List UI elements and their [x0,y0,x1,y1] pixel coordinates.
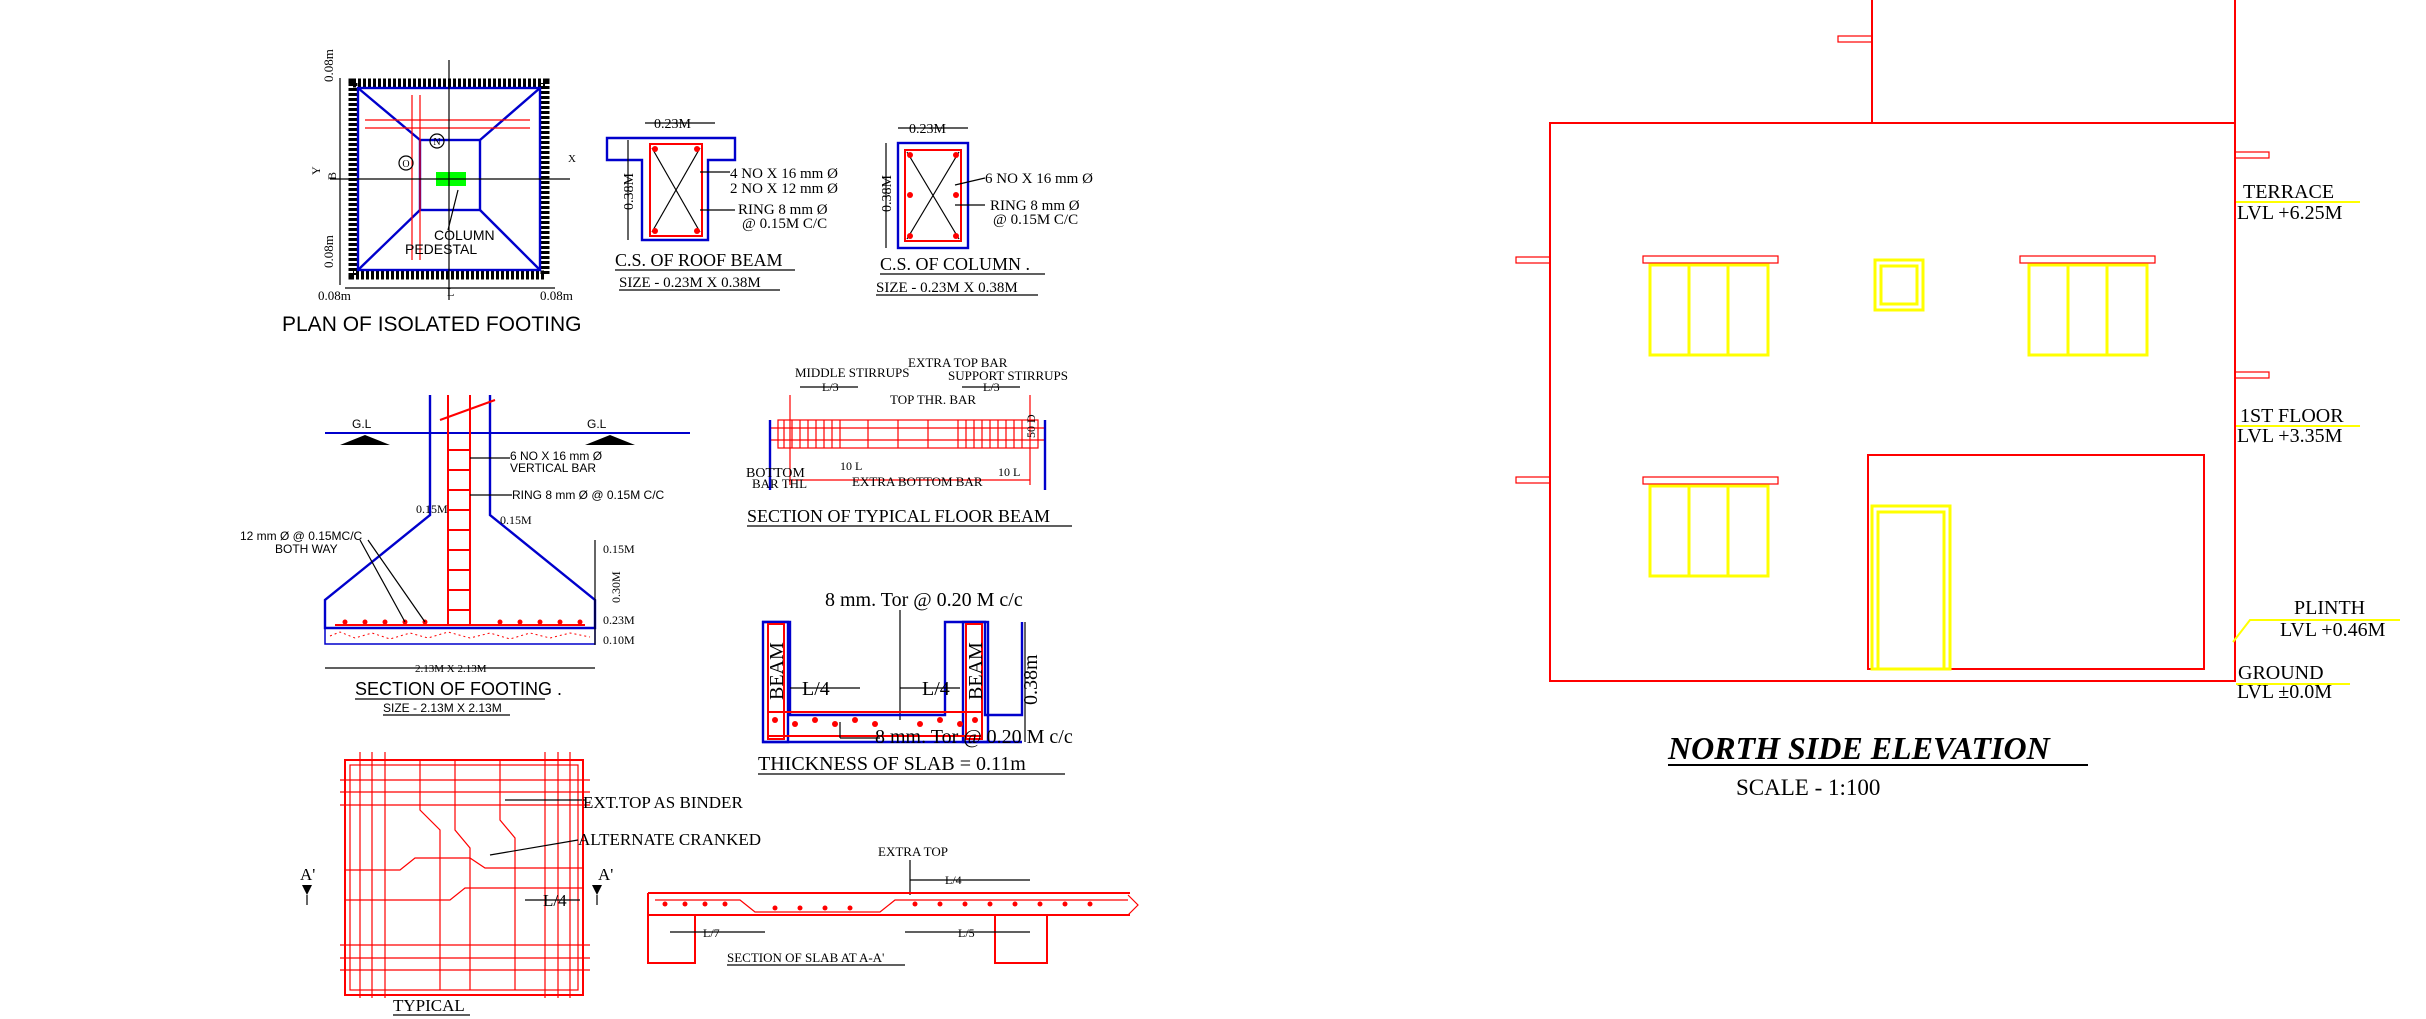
slab-thickness-title: THICKNESS OF SLAB = 0.11m [758,753,1026,775]
column-section: 0.23M 0.38M 6 NO X 16 mm Ø RING 8 mm Ø @… [876,122,1093,296]
north-side-elevation: TERRACE LVL +6.25M 1ST FLOOR LVL +3.35M … [1515,0,2400,800]
marker-o [398,155,414,171]
svg-text:BOTH WAY: BOTH WAY [275,542,338,556]
svg-text:6 NO X 16 mm Ø: 6 NO X 16 mm Ø [985,171,1093,187]
svg-text:@ 0.15M C/C: @ 0.15M C/C [993,212,1078,228]
svg-text:EXTRA TOP: EXTRA TOP [878,844,948,859]
svg-text:10 L: 10 L [840,459,862,473]
svg-text:LVL +6.25M: LVL +6.25M [2237,202,2343,224]
svg-text:L/4: L/4 [543,891,567,910]
svg-text:Y: Y [309,166,323,175]
svg-text:4 NO X 16 mm Ø: 4 NO X 16 mm Ø [730,166,838,182]
plan-isolated-footing: N O 0.08m 0.08m B Y X 0.08m L 0.08m COLU… [282,49,582,336]
elevation-title: NORTH SIDE ELEVATION [1667,730,2052,766]
svg-text:10 L: 10 L [998,465,1020,479]
svg-text:G.L: G.L [587,417,607,431]
slab-section: 8 mm. Tor @ 0.20 M c/c BEAM BEAM L/4 L/4… [758,589,1073,775]
svg-text:6 NO X 16 mm Ø: 6 NO X 16 mm Ø [510,449,602,463]
svg-text:PEDESTAL: PEDESTAL [405,241,477,257]
svg-text:L/3: L/3 [822,380,839,394]
svg-text:L/5: L/5 [958,926,975,940]
svg-text:RING 8 mm Ø: RING 8 mm Ø [990,198,1080,214]
svg-text:@ 0.15M C/C: @ 0.15M C/C [742,216,827,232]
svg-text:L: L [447,285,454,299]
svg-text:0.38m: 0.38m [1020,654,1042,705]
svg-text:GROUND: GROUND [2238,662,2324,684]
svg-text:EXTRA TOP BAR: EXTRA TOP BAR [908,355,1008,370]
typical-slab-plan: EXT.TOP AS BINDER ALTERNATE CRANKED A' A… [300,752,761,1016]
svg-text:BEAM: BEAM [766,642,788,700]
svg-text:LVL +3.35M: LVL +3.35M [2237,425,2343,447]
svg-text:0.38M: 0.38M [622,173,637,211]
svg-text:B: B [325,172,339,180]
svg-text:MIDDLE STIRRUPS: MIDDLE STIRRUPS [795,365,910,380]
svg-text:50 D: 50 D [1024,414,1038,438]
svg-text:EXT.TOP AS BINDER: EXT.TOP AS BINDER [583,793,743,812]
typical-title: TYPICAL [393,996,465,1015]
svg-text:8 mm. Tor @ 0.20 M c/c: 8 mm. Tor @ 0.20 M c/c [875,726,1073,748]
svg-text:2.13M X 2.13M: 2.13M X 2.13M [415,663,487,675]
floor-beam-title: SECTION OF TYPICAL FLOOR BEAM [747,506,1050,526]
svg-text:BOTTOM: BOTTOM [746,466,805,481]
svg-text:O: O [402,159,409,170]
svg-text:LVL ±0.0M: LVL ±0.0M [2237,681,2332,703]
column-title: C.S. OF COLUMN . [880,254,1030,274]
svg-text:A': A' [300,865,315,884]
svg-text:L/4: L/4 [922,678,950,700]
svg-text:0.10M: 0.10M [603,633,635,647]
svg-text:BAR THL: BAR THL [752,476,807,491]
svg-text:SIZE - 0.23M X 0.38M: SIZE - 0.23M X 0.38M [619,275,761,291]
svg-text:0.23M: 0.23M [603,613,635,627]
svg-text:EXTRA BOTTOM BAR: EXTRA BOTTOM BAR [852,474,983,489]
svg-text:L/3: L/3 [983,380,1000,394]
svg-text:G.L: G.L [352,417,372,431]
footing-section: G.L G.L 6 NO X 16 mm Ø VERTICAL BAR RING… [240,395,690,716]
svg-text:LVL +0.46M: LVL +0.46M [2280,619,2386,641]
svg-text:A': A' [598,865,613,884]
svg-text:SIZE - 0.23M X 0.38M: SIZE - 0.23M X 0.38M [876,280,1018,296]
svg-text:PLINTH: PLINTH [2294,597,2365,619]
svg-text:0.15M: 0.15M [416,502,448,516]
floor-beam-section: EXTRA TOP BAR MIDDLE STIRRUPS SUPPORT ST… [746,355,1072,527]
svg-text:N: N [433,137,440,148]
roof-beam-section: 0.23M 0.38M 4 NO X 16 mm Ø 2 NO X 12 mm … [605,117,838,291]
svg-text:RING 8 mm Ø: RING 8 mm Ø [738,202,828,218]
svg-text:BEAM: BEAM [965,642,987,700]
svg-text:ALTERNATE CRANKED: ALTERNATE CRANKED [578,830,761,849]
svg-text:12 mm Ø @ 0.15MC/C: 12 mm Ø @ 0.15MC/C [240,529,363,543]
svg-text:RING 8 mm Ø @ 0.15M C/C: RING 8 mm Ø @ 0.15M C/C [512,488,665,502]
svg-text:SIZE - 2.13M X 2.13M: SIZE - 2.13M X 2.13M [383,701,502,715]
svg-text:L/4: L/4 [945,873,962,887]
svg-text:SUPPORT STIRRUPS: SUPPORT STIRRUPS [948,368,1068,383]
svg-text:0.38M: 0.38M [880,175,895,213]
svg-text:0.15M: 0.15M [603,542,635,556]
svg-text:0.08m: 0.08m [321,49,336,82]
svg-text:1ST FLOOR: 1ST FLOOR [2240,405,2344,427]
svg-text:0.08m: 0.08m [321,235,336,268]
svg-text:L/7: L/7 [703,926,720,940]
marker-n [429,133,445,149]
svg-text:0.23M: 0.23M [654,117,692,132]
elevation-scale: SCALE - 1:100 [1736,775,1880,800]
svg-text:COLUMN: COLUMN [434,227,495,243]
svg-text:TERRACE: TERRACE [2243,181,2334,203]
svg-text:0.30M: 0.30M [609,571,623,603]
svg-text:TOP THR. BAR: TOP THR. BAR [890,392,976,407]
slab-aa-title: SECTION OF SLAB AT A-A' [727,950,884,965]
svg-text:0.08m: 0.08m [540,288,573,303]
svg-text:0.08m: 0.08m [318,288,351,303]
svg-text:0.23M: 0.23M [909,122,947,137]
svg-text:8 mm. Tor @ 0.20 M c/c: 8 mm. Tor @ 0.20 M c/c [825,589,1023,611]
svg-text:0.15M: 0.15M [500,513,532,527]
svg-text:VERTICAL BAR: VERTICAL BAR [510,461,596,475]
svg-text:2 NO X 12 mm Ø: 2 NO X 12 mm Ø [730,181,838,197]
roof-beam-title: C.S. OF ROOF BEAM [615,250,783,270]
footing-section-title: SECTION OF FOOTING . [355,679,562,699]
svg-text:L/4: L/4 [802,678,830,700]
plan-footing-title: PLAN OF ISOLATED FOOTING [282,313,582,336]
svg-text:X: X [568,153,576,165]
slab-aa-section: EXTRA TOP L/4 L/7 L/5 SECTION OF SLAB AT… [647,844,1139,966]
